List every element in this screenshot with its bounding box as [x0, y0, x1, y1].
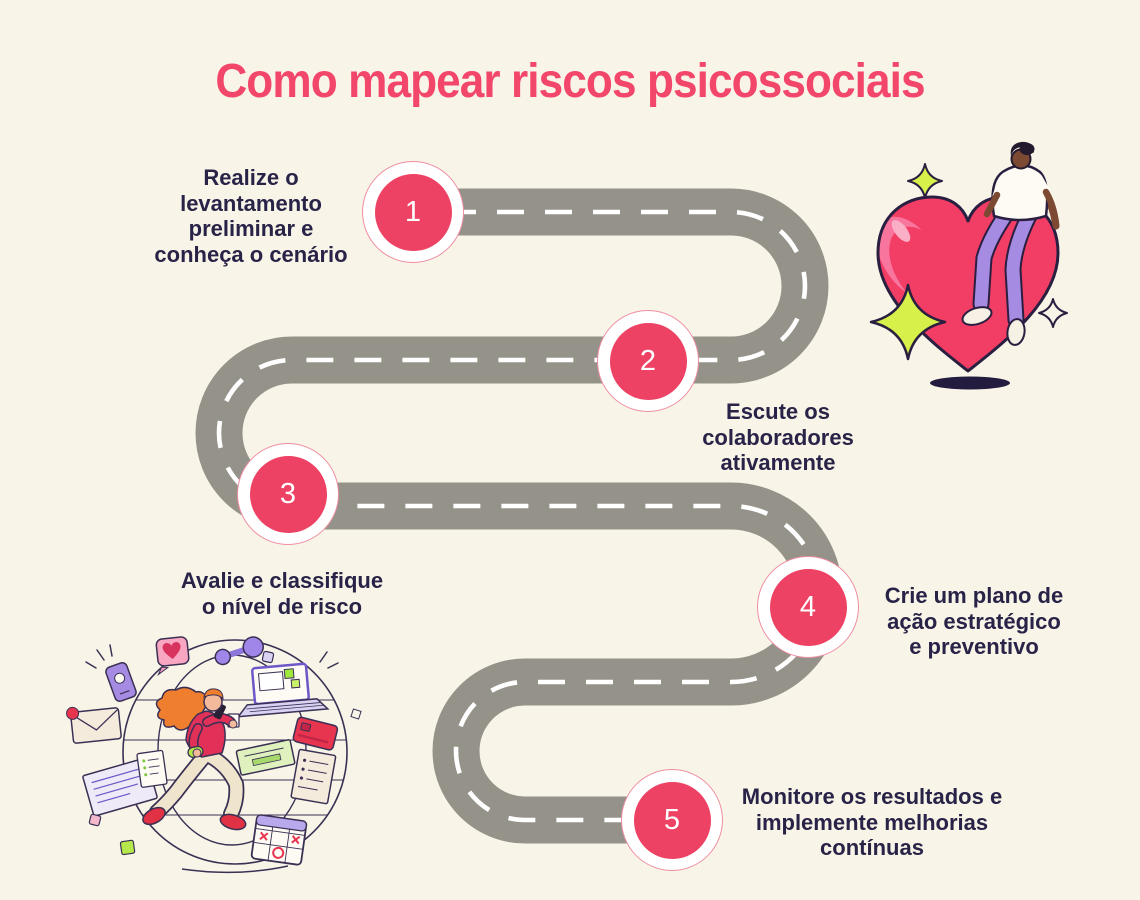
- sparkle-icon: [907, 163, 943, 199]
- step-label-line: Realize o: [203, 165, 299, 190]
- step-number-badge: 5: [633, 781, 711, 859]
- page-title: Como mapear riscos psicossociais: [215, 55, 925, 108]
- sneaker-icon: [961, 306, 993, 326]
- red-shoe-icon: [219, 813, 247, 831]
- credit-card-icon: [292, 716, 339, 751]
- sparkle-icon: [869, 283, 947, 361]
- step-number: 2: [639, 344, 657, 377]
- burst-lines: [85, 644, 339, 669]
- woman-running-in-wheel-illustration: [66, 636, 362, 874]
- step-label-line: ativamente: [720, 450, 836, 475]
- step-marker-3: 3: [237, 443, 339, 545]
- step-label-line: Crie um plano de: [884, 583, 1064, 608]
- heart-shadow: [930, 376, 1010, 390]
- step-marker-5: 5: [621, 769, 723, 871]
- mail-icon: [66, 706, 122, 744]
- step-label-line: Avalie e classifique: [180, 568, 384, 593]
- decor-square: [350, 708, 362, 720]
- step-marker-4: 4: [757, 556, 859, 658]
- running-woman-figure: [142, 686, 247, 831]
- step-label-line: Monitore os resultados e: [741, 784, 1003, 809]
- step-label-5: Monitore os resultados e implemente melh…: [742, 784, 1002, 861]
- decor-square: [261, 650, 275, 664]
- calendar-icon: [250, 814, 308, 866]
- step-number-badge: 4: [769, 568, 847, 646]
- decor-square: [119, 839, 136, 856]
- phone-icon: [105, 661, 137, 703]
- step-label-4: Crie um plano de ação estratégico e prev…: [885, 583, 1063, 660]
- step-label-line: ação estratégico: [887, 608, 1061, 634]
- step-label-line: implemente melhorias: [755, 809, 989, 835]
- sparkle-icon: [1038, 298, 1068, 328]
- step-number-badge: 1: [374, 173, 452, 251]
- notification-dot: [66, 706, 80, 720]
- sneaker-icon: [1006, 318, 1026, 346]
- step-number: 3: [279, 477, 297, 510]
- dumbbell-icon: [214, 636, 264, 666]
- step-number: 1: [404, 195, 422, 228]
- step-label-line: levantamento: [180, 190, 322, 216]
- red-shoe-icon: [142, 806, 166, 826]
- step-label-1: Realize o levantamento preliminar e conh…: [154, 165, 347, 267]
- checklist-icon: [136, 749, 168, 788]
- cheque-icon: [235, 739, 296, 776]
- road-center-dashes: [216, 209, 822, 823]
- step-label-line: contínuas: [820, 835, 924, 860]
- laptop-icon: [236, 662, 330, 718]
- step-number: 5: [663, 803, 681, 836]
- step-number-badge: 2: [609, 322, 687, 400]
- heart-message-icon: [155, 636, 190, 677]
- step-label-line: e preventivo: [909, 634, 1039, 659]
- step-marker-1: 1: [362, 161, 464, 263]
- decor-square: [88, 813, 102, 827]
- step-label-2: Escute os colaboradores ativamente: [702, 399, 854, 476]
- step-label-line: colaboradores: [702, 424, 854, 450]
- step-label-line: Escute os: [726, 399, 830, 424]
- step-label-line: conheça o cenário: [154, 241, 348, 267]
- step-label-line: o nível de risco: [201, 593, 363, 619]
- step-label-line: preliminar e: [188, 216, 314, 241]
- step-marker-2: 2: [597, 310, 699, 412]
- step-number-badge: 3: [249, 455, 327, 533]
- document-icon: [290, 748, 337, 805]
- step-number: 4: [799, 590, 817, 623]
- heart-with-person-illustration: [869, 141, 1068, 390]
- step-label-3: Avalie e classifique o nível de risco: [181, 568, 383, 619]
- person-figure: [961, 141, 1060, 346]
